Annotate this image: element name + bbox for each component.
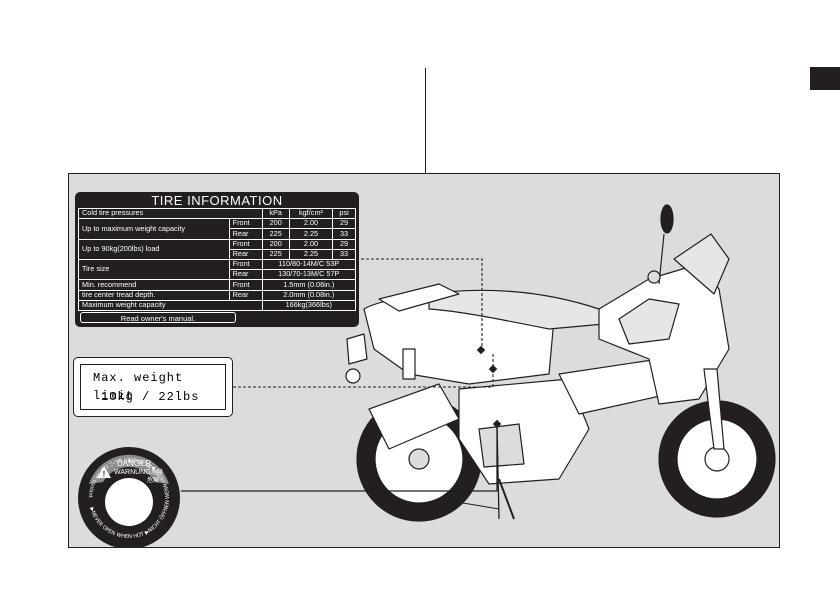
section-tab[interactable] <box>810 67 840 90</box>
callout-lines <box>181 258 502 520</box>
front-panel <box>618 298 680 345</box>
rear-reflector <box>345 368 361 384</box>
tire-information-label: TIRE INFORMATION Cold tire pressures kPa… <box>75 192 359 327</box>
tail-light <box>346 333 368 365</box>
scooter-illustration <box>345 204 776 522</box>
table-row: Up to 90kg(200lbs) load Front 200 2.00 2… <box>78 238 356 260</box>
weight-label-pointer <box>488 364 498 374</box>
warning-triangle-icon <box>97 466 111 478</box>
danger-title-de: WARNUNG <box>114 469 151 476</box>
tire-label-title: TIRE INFORMATION <box>151 193 283 208</box>
danger-title-jp2: 危険 <box>147 476 159 484</box>
windscreen <box>673 233 730 295</box>
column-divider <box>425 68 426 174</box>
cooling-fan <box>478 423 525 468</box>
svg-text:!: ! <box>103 470 106 479</box>
front-fork <box>703 368 725 450</box>
table-row: Maximum weight capacity 166kg(366lbs) <box>78 299 357 311</box>
handlebar-grip <box>647 270 661 284</box>
max-weight-limit-label: Max. weight limit 10kg / 22lbs <box>73 357 233 417</box>
max-weight-label-frame: Max. weight limit 10kg / 22lbs <box>80 364 226 410</box>
label-locations-figure: TIRE INFORMATION Cold tire pressures kPa… <box>68 173 780 548</box>
danger-label-leader <box>181 424 498 492</box>
tire-pressure-table: Cold tire pressures kPa kgf/cm² psi Up t… <box>78 207 357 311</box>
max-weight-line1: Max. weight limit <box>93 371 184 403</box>
grab-rail <box>378 283 460 312</box>
side-stand <box>498 478 515 520</box>
weight-label-leader <box>233 352 494 388</box>
danger-label-pointer <box>492 419 502 429</box>
read-manual-note: Read owner's manual. <box>80 312 236 323</box>
mirror <box>660 204 674 234</box>
rear-shock <box>402 348 416 380</box>
tire-label-leader <box>361 258 483 349</box>
rear-hub <box>408 448 430 470</box>
main-stand <box>438 498 500 510</box>
danger-title-jp: 危険 <box>151 468 163 476</box>
max-weight-line2: 10kg / 22lbs <box>101 390 200 404</box>
tire-label-pointer <box>476 345 486 355</box>
danger-title-en: DANGER <box>117 459 151 468</box>
danger-label-center <box>105 478 153 526</box>
table-row: Rear 225 2.25 33 <box>79 248 356 260</box>
danger-label-header <box>89 454 169 484</box>
danger-leader-tail <box>496 423 500 520</box>
danger-coolant-label: ! DANGER WARNUNG 危険 危険 ▶NEVER OPEN WHEN … <box>77 446 180 547</box>
max-weight-capacity-value: 166kg(366lbs) <box>261 299 357 311</box>
